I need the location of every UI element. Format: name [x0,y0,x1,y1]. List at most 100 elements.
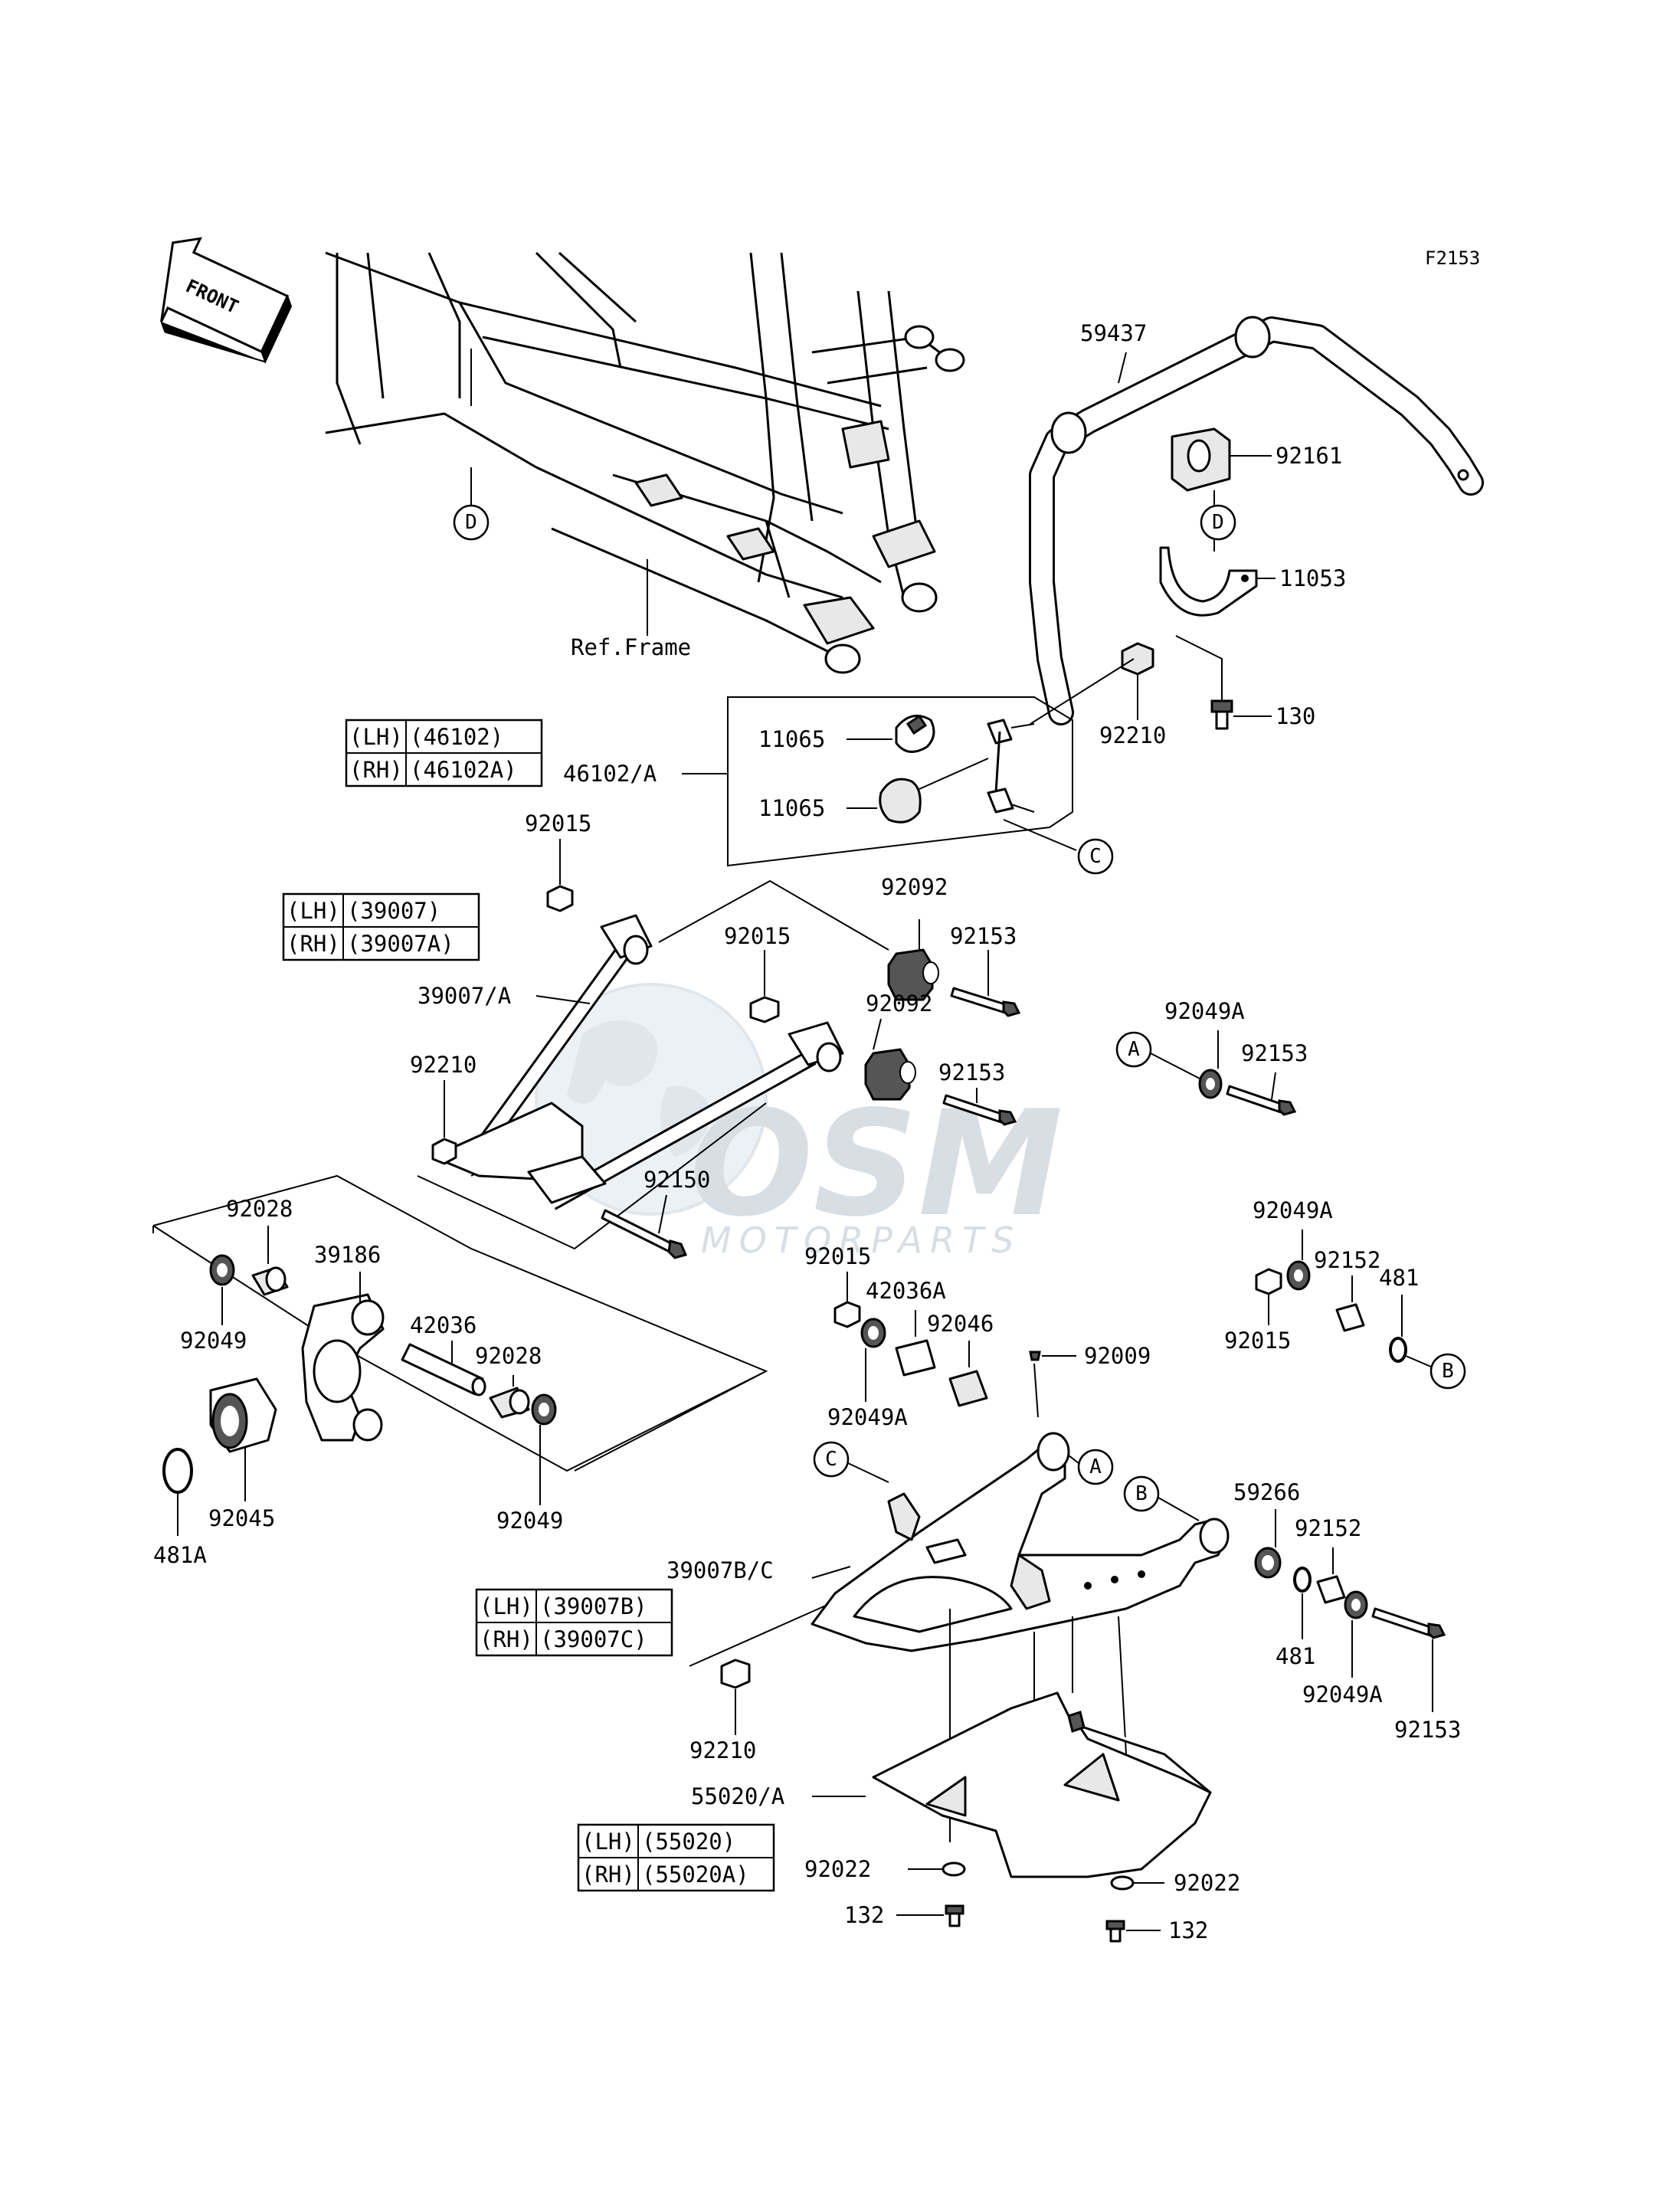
table-46102-lh-side: (LH) [349,724,403,750]
label-92022-a: 92022 [804,1856,871,1882]
front-arrow: FRONT [160,237,293,364]
label-92046: 92046 [927,1311,994,1337]
table-39007-lh-side: (LH) [287,898,340,924]
label-92210-top: 92210 [1099,722,1166,748]
label-11053: 11053 [1279,565,1346,591]
ref-circle-a-left [1115,1031,1152,1068]
table-39007: (LH) (39007) (RH) (39007A) [282,892,480,961]
shock-mount [887,1492,921,1541]
table-39007B: (LH) (39007B) (RH) (39007C) [475,1588,673,1657]
bolt-92150: 92150 [601,1167,710,1259]
stabilizer-bushing-right [1050,411,1087,454]
table-55020-rh-part: (55020A) [642,1861,749,1888]
label-11065-a: 11065 [758,726,825,752]
table-55020: (LH) (55020) (RH) (55020A) [577,1823,775,1892]
label-92015-c: 92015 [804,1243,871,1269]
ref-c-right-label: C [1089,845,1102,868]
label-481A: 481A [153,1542,207,1568]
circlip-481-a [1389,1337,1407,1363]
ref-b-arm-label: B [1135,1482,1148,1505]
label-59266: 59266 [1233,1479,1300,1505]
label-132-b: 132 [1168,1917,1208,1943]
label-92015-a: 92015 [525,810,591,837]
label-481-a: 481 [1379,1265,1419,1291]
figure-code: F2153 [1425,247,1480,269]
label-92153-c: 92153 [1241,1040,1308,1066]
frame-bracket [841,420,890,469]
label-132-a: 132 [844,1902,884,1928]
table-39007B-rh-side: (RH) [480,1626,533,1652]
label-92049A-c: 92049A [1253,1197,1333,1223]
frame-assembly: Ref.Frame [325,251,965,674]
nut-92015-c [833,1301,861,1328]
label-92049A-a: 92049A [1164,998,1245,1024]
stabilizer-clamp: 11053 [1159,490,1346,617]
bolt-132-b [1105,1920,1125,1930]
bolt-92153-a: 92153 [950,923,1021,1017]
table-46102: (LH) (46102) (RH) (46102A) [345,719,543,787]
table-39007B-lh-part: (39007B) [540,1593,647,1619]
frame-bracket [803,596,875,645]
ref-c-arm-label: C [825,1448,837,1471]
ref-a-left-label: A [1128,1038,1140,1061]
watermark-subtitle: MOTORPARTS [701,1220,1021,1261]
ref-frame-label: Ref.Frame [571,634,691,660]
label-92152-a: 92152 [1314,1247,1380,1273]
arm-pivot-front [1036,1432,1070,1472]
label-92028-b: 92028 [475,1343,542,1369]
ref-d-top-label: D [465,511,477,534]
table-55020-lh-part: (55020) [642,1829,735,1855]
ref-a-arm-label: A [1089,1455,1102,1478]
upper-a-arm: 39007/A [417,879,889,1250]
label-92022-b: 92022 [1174,1870,1240,1896]
skid-plate: 55020/A 92022 92022 132 132 [691,1609,1240,1943]
ref-circle-a-arm [1077,1449,1114,1485]
ref-circle-c-arm [813,1441,850,1478]
lower-arm-assembly: 92015 92049A 42036A 92046 92009 39007B/C… [666,1243,1461,1763]
label-92015-d: 92015 [1224,1328,1291,1354]
frame-tube-end [824,643,861,674]
right-hardware: 92015 92049A 92152 481 B [1224,1197,1466,1390]
label-92045: 92045 [208,1505,275,1531]
label-92049-a: 92049 [180,1328,247,1354]
label-92049A-d: 92049A [1302,1681,1383,1708]
label-42036: 42036 [410,1312,476,1338]
table-46102-rh-part: (46102A) [410,757,517,783]
label-92049-b: 92049 [496,1508,563,1534]
bushing-92092-a: 92092 [881,874,948,1001]
label-92049A-b: 92049A [827,1404,908,1430]
collar-42036A [895,1339,936,1377]
ref-b-right-label: B [1442,1360,1454,1383]
label-59437: 59437 [1080,320,1147,346]
nut-92210-top: 92210 [1099,642,1166,748]
ref-group-a: A 92049A 92153 [1115,998,1308,1116]
collar-92152-a [1335,1303,1365,1332]
bolt-92153-b: 92153 [938,1059,1017,1126]
frame-bracket [634,473,683,507]
label-39186: 39186 [314,1242,381,1268]
arm-pivot-rear [1199,1518,1230,1554]
nut-92210-bot [720,1658,751,1689]
label-92210-bot: 92210 [689,1737,756,1763]
table-55020-rh-side: (RH) [581,1861,635,1888]
screw-92009 [1029,1351,1041,1361]
ref-circle-b-right [1429,1353,1466,1390]
bushing-92046 [948,1370,988,1407]
frame-tube-end [904,325,935,349]
label-92153-a: 92153 [950,923,1017,949]
label-92009: 92009 [1084,1343,1151,1369]
table-39007-rh-side: (RH) [287,931,340,957]
nut-92015-d [1255,1268,1282,1295]
knuckle-assembly: 92049 92028 39186 42036 92028 92049 9204… [152,1174,768,1568]
label-92161: 92161 [1276,443,1342,469]
stabilizer-bushing-left [1234,316,1271,359]
label-92153-d: 92153 [1394,1717,1461,1743]
label-92153-b: 92153 [938,1059,1005,1085]
label-55020A: 55020/A [691,1783,784,1809]
link-rod-group: 46102/A 11065 11065 [563,658,1135,867]
label-92152-b: 92152 [1295,1515,1361,1541]
bolt-132-a [945,1904,964,1915]
bushing-92092-b: 92092 [864,990,932,1101]
label-92092-a: 92092 [881,874,948,900]
